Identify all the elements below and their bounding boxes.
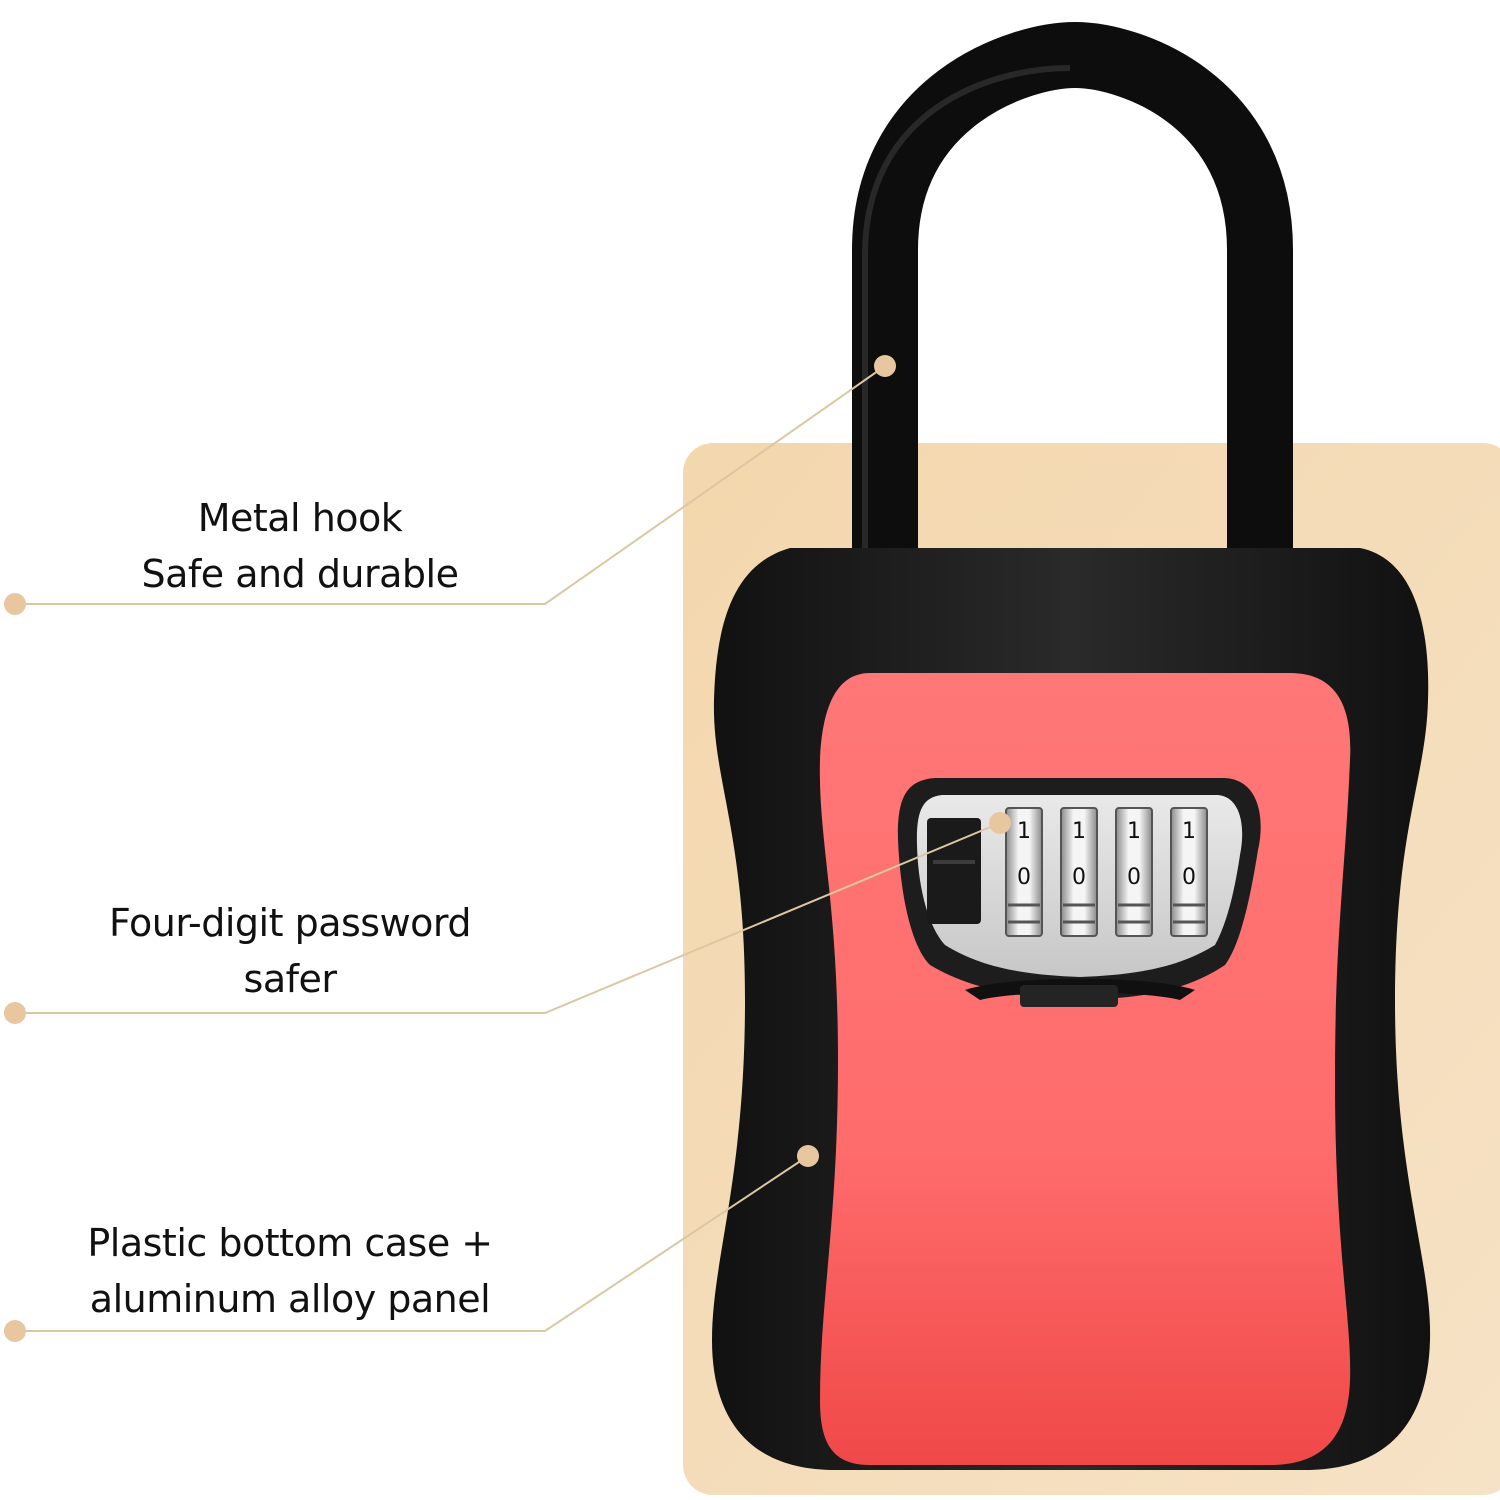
dot-password-right [989, 812, 1011, 834]
dot-hook-left [4, 593, 26, 615]
shackle [852, 21, 1293, 560]
dial-digit: 1 [1017, 819, 1031, 844]
callout-line: Safe and durable [141, 552, 460, 596]
dial-digit: 1 [1072, 819, 1086, 844]
dial-digit: 0 [1072, 865, 1086, 890]
leader-line-password [15, 822, 1001, 1014]
callout-metal-hook: Metal hook Safe and durable [100, 490, 500, 602]
dial-wheel-4: 1 0 [1170, 807, 1208, 937]
callout-dots [4, 355, 1011, 1342]
dot-case-right [797, 1145, 819, 1167]
leader-line-hook [15, 365, 886, 605]
callout-line: Plastic bottom case + [87, 1221, 493, 1265]
dial-wheel-3: 1 0 [1115, 807, 1153, 937]
callout-line: Metal hook [197, 496, 403, 540]
dial-wheel-2: 1 0 [1060, 807, 1098, 937]
dial-digit: 0 [1127, 865, 1141, 890]
dial-digit: 0 [1017, 865, 1031, 890]
dial-digit: 1 [1127, 819, 1141, 844]
callout-line: Four-digit password [109, 901, 471, 945]
dot-case-left [4, 1320, 26, 1342]
latch-slider [927, 818, 981, 924]
callout-line: safer [243, 957, 337, 1001]
dial-digit: 1 [1182, 819, 1196, 844]
leader-line-case [15, 1155, 809, 1332]
callout-password: Four-digit password safer [60, 895, 520, 1007]
dot-hook-right [874, 355, 896, 377]
callout-case: Plastic bottom case + aluminum alloy pan… [50, 1215, 530, 1327]
dial-wheel-1: 1 0 [1005, 807, 1043, 937]
dial-digit: 0 [1182, 865, 1196, 890]
callout-lines [15, 365, 1001, 1332]
callout-line: aluminum alloy panel [89, 1277, 491, 1321]
dot-password-left [4, 1002, 26, 1024]
